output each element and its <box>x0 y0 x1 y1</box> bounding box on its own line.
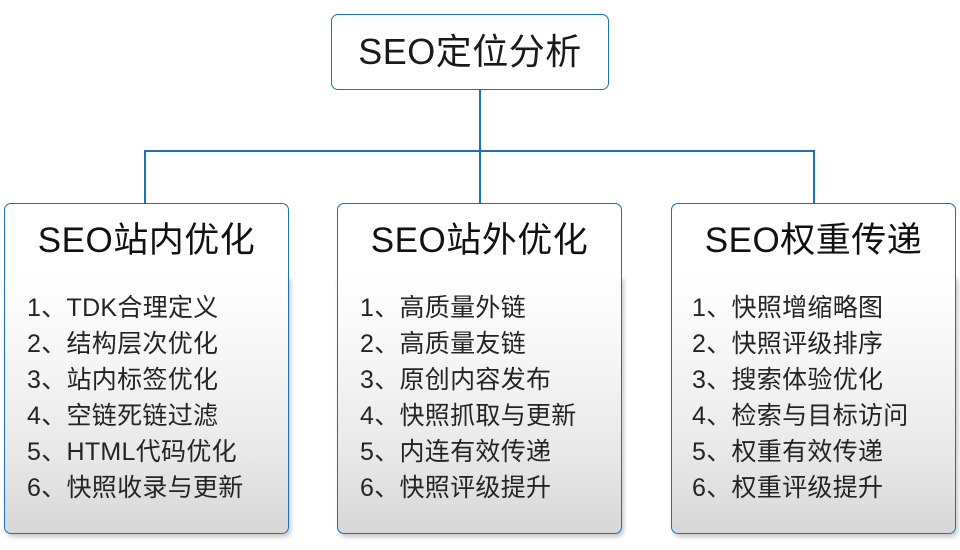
list-item: 2、结构层次优化 <box>27 330 219 358</box>
list-item: 2、高质量友链 <box>360 330 527 358</box>
column-2-header[interactable]: SEO站外优化 <box>337 203 622 277</box>
list-item: 6、权重评级提升 <box>692 474 884 502</box>
list-item: 3、站内标签优化 <box>27 366 219 394</box>
list-item: 6、快照收录与更新 <box>27 474 244 502</box>
root-node-label: SEO定位分析 <box>358 31 582 72</box>
column-3-header-label: SEO权重传递 <box>704 220 923 260</box>
list-item: 4、快照抓取与更新 <box>360 402 577 430</box>
column-2: SEO站外优化 1、高质量外链 2、高质量友链 3、原创内容发布 4、快照抓取与… <box>337 203 622 534</box>
column-1-body: 1、TDK合理定义 2、结构层次优化 3、站内标签优化 4、空链死链过滤 5、H… <box>4 276 289 534</box>
column-1: SEO站内优化 1、TDK合理定义 2、结构层次优化 3、站内标签优化 4、空链… <box>4 203 289 534</box>
column-1-header-label: SEO站内优化 <box>37 220 256 260</box>
column-3-header[interactable]: SEO权重传递 <box>671 203 956 277</box>
column-1-item-list: 1、TDK合理定义 2、结构层次优化 3、站内标签优化 4、空链死链过滤 5、H… <box>5 290 288 506</box>
list-item: 2、快照评级排序 <box>692 330 884 358</box>
connector-branch-column-2 <box>479 150 481 204</box>
list-item: 1、快照增缩略图 <box>692 294 884 322</box>
list-item: 1、TDK合理定义 <box>27 294 219 322</box>
list-item: 5、权重有效传递 <box>692 438 884 466</box>
list-item: 4、检索与目标访问 <box>692 402 909 430</box>
column-1-header[interactable]: SEO站内优化 <box>4 203 289 277</box>
list-item: 4、空链死链过滤 <box>27 402 219 430</box>
column-3: SEO权重传递 1、快照增缩略图 2、快照评级排序 3、搜索体验优化 4、检索与… <box>671 203 956 534</box>
root-node[interactable]: SEO定位分析 <box>331 14 609 90</box>
column-2-body: 1、高质量外链 2、高质量友链 3、原创内容发布 4、快照抓取与更新 5、内连有… <box>337 276 622 534</box>
list-item: 3、搜索体验优化 <box>692 366 884 394</box>
column-2-item-list: 1、高质量外链 2、高质量友链 3、原创内容发布 4、快照抓取与更新 5、内连有… <box>338 290 621 506</box>
column-2-header-label: SEO站外优化 <box>370 220 589 260</box>
list-item: 1、高质量外链 <box>360 294 527 322</box>
list-item: 6、快照评级提升 <box>360 474 552 502</box>
list-item: 5、HTML代码优化 <box>27 438 237 466</box>
column-3-body: 1、快照增缩略图 2、快照评级排序 3、搜索体验优化 4、检索与目标访问 5、权… <box>671 276 956 534</box>
connector-root-vertical <box>479 90 481 151</box>
connector-branch-column-1 <box>144 150 146 204</box>
column-3-item-list: 1、快照增缩略图 2、快照评级排序 3、搜索体验优化 4、检索与目标访问 5、权… <box>672 290 955 506</box>
list-item: 5、内连有效传递 <box>360 438 552 466</box>
list-item: 3、原创内容发布 <box>360 366 552 394</box>
connector-branch-column-3 <box>813 150 815 204</box>
